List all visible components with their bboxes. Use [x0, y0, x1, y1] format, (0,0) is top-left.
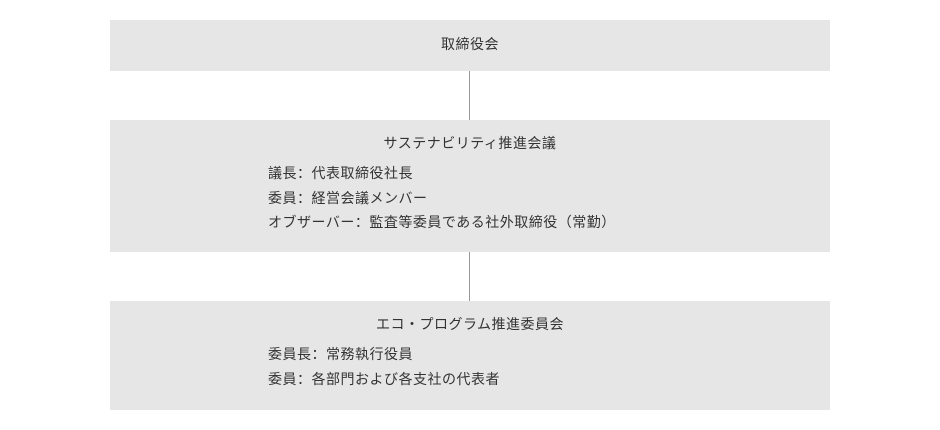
board-title: 取締役会: [441, 37, 499, 53]
sustainability-observer-line: オブザーバー：監査等委員である社外取締役（常勤）: [268, 215, 616, 231]
sustainability-chair-line: 議長：代表取締役社長: [268, 166, 413, 182]
eco-members-line: 委員：各部門および各支社の代表者: [268, 371, 500, 388]
sustainability-members-line: 委員：経営会議メンバー: [268, 190, 428, 207]
sustainability-committee-box: サステナビリティ推進会議 議長：代表取締役社長 委員：経営会議メンバー オブザー…: [110, 120, 830, 252]
eco-chair-line: 委員長：常務執行役員: [268, 347, 413, 363]
connector-line-sustainability-to-eco: [469, 252, 470, 301]
eco-program-committee-title: エコ・プログラム推進委員会: [375, 317, 565, 333]
sustainability-committee-members: 議長：代表取締役社長 委員：経営会議メンバー オブザーバー：監査等委員である社外…: [268, 162, 830, 236]
eco-program-committee-members: 委員長：常務執行役員 委員：各部門および各支社の代表者: [268, 343, 830, 392]
connector-line-board-to-sustainability: [469, 71, 470, 120]
eco-program-committee-box: エコ・プログラム推進委員会 委員長：常務執行役員 委員：各部門および各支社の代表…: [110, 301, 830, 410]
sustainability-committee-title: サステナビリティ推進会議: [383, 136, 557, 152]
board-box: 取締役会: [110, 20, 830, 71]
